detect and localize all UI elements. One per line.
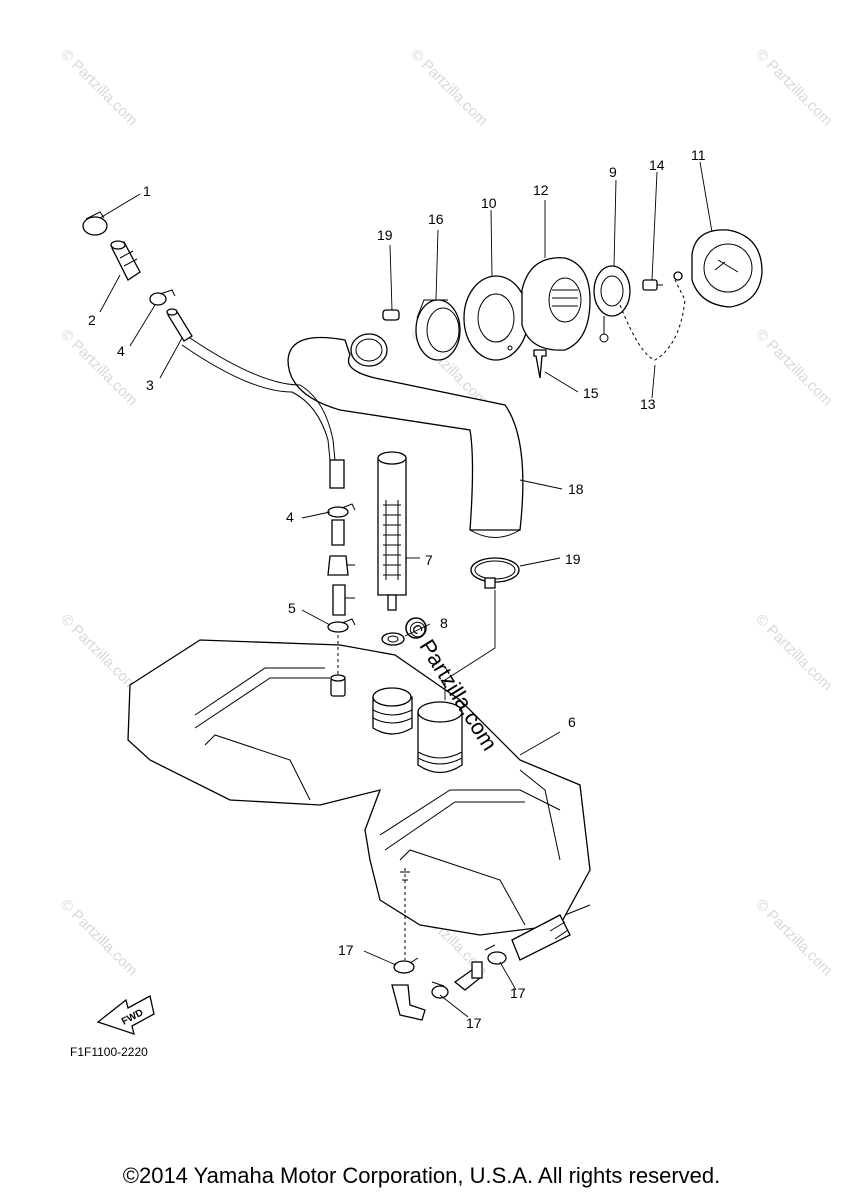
watermark: © Partzilla.com xyxy=(752,611,835,694)
callout-8: 8 xyxy=(440,615,448,631)
watermark: © Partzilla.com xyxy=(407,46,490,129)
part-15-rivet xyxy=(533,349,547,379)
part-1-clamp xyxy=(82,211,108,236)
vent-valve-assembly xyxy=(327,503,356,676)
part-19-clamp-lower xyxy=(470,557,520,589)
callout-14: 14 xyxy=(649,157,665,173)
fuel-filter xyxy=(377,451,407,611)
callout-13: 13 xyxy=(640,396,656,412)
filler-hose xyxy=(287,336,524,538)
part-10-gasket xyxy=(463,275,529,361)
callouts: 1 2 4 3 19 16 10 12 9 14 11 15 13 18 4 7… xyxy=(88,147,706,1031)
part-17-fittings xyxy=(391,944,507,1021)
filler-neck-left xyxy=(372,687,413,735)
part-11-fuel-cap xyxy=(673,229,763,308)
filler-neck-right xyxy=(417,701,463,774)
watermark: © Partzilla.com xyxy=(57,896,140,979)
callout-1: 1 xyxy=(143,183,151,199)
watermark: © Partzilla.com xyxy=(57,46,140,129)
callout-10: 10 xyxy=(481,195,497,211)
watermark: © Partzilla.com xyxy=(752,326,835,409)
vent-fitting xyxy=(330,674,346,697)
callout-19: 19 xyxy=(377,227,393,243)
reference-code: F1F1100-2220 xyxy=(70,1045,148,1059)
callout-4: 4 xyxy=(117,343,125,359)
callout-17: 17 xyxy=(510,985,526,1001)
callout-11: 11 xyxy=(691,147,706,163)
callout-16: 16 xyxy=(428,211,444,227)
watermark: © Partzilla.com xyxy=(752,896,835,979)
callout-5: 5 xyxy=(288,600,296,616)
part-13-chain xyxy=(619,279,686,361)
part-12-filler-neck xyxy=(521,257,591,351)
callout-17: 17 xyxy=(466,1015,482,1031)
part-3-hose xyxy=(166,308,193,342)
hose-guide-line xyxy=(444,590,496,700)
part-4-clamp-upper xyxy=(149,289,176,306)
callout-7: 7 xyxy=(425,552,433,568)
leader-lines xyxy=(99,161,713,1018)
fuel-tank xyxy=(127,639,591,961)
part-8-grommet xyxy=(381,632,405,646)
callout-19: 19 xyxy=(565,551,581,567)
part-16-seal xyxy=(415,299,461,361)
callout-4: 4 xyxy=(286,509,294,525)
callout-3: 3 xyxy=(146,377,154,393)
part-9-gasket xyxy=(593,265,631,343)
watermark: © Partzilla.com xyxy=(57,326,140,409)
part-2-fitting xyxy=(110,240,141,281)
callout-17: 17 xyxy=(338,942,354,958)
watermark: © Partzilla.com xyxy=(57,611,140,694)
callout-18: 18 xyxy=(568,481,584,497)
part-14-screw xyxy=(642,279,663,291)
part-19-clamp-upper xyxy=(350,309,400,367)
fwd-arrow-icon: FWD xyxy=(96,995,155,1035)
callout-9: 9 xyxy=(609,164,617,180)
callout-12: 12 xyxy=(533,182,549,198)
callout-2: 2 xyxy=(88,312,96,328)
copyright-notice: ©2014 Yamaha Motor Corporation, U.S.A. A… xyxy=(122,1163,721,1188)
callout-6: 6 xyxy=(568,714,576,730)
callout-15: 15 xyxy=(583,385,599,401)
watermark: © Partzilla.com xyxy=(752,46,835,129)
breather-line xyxy=(181,337,345,489)
